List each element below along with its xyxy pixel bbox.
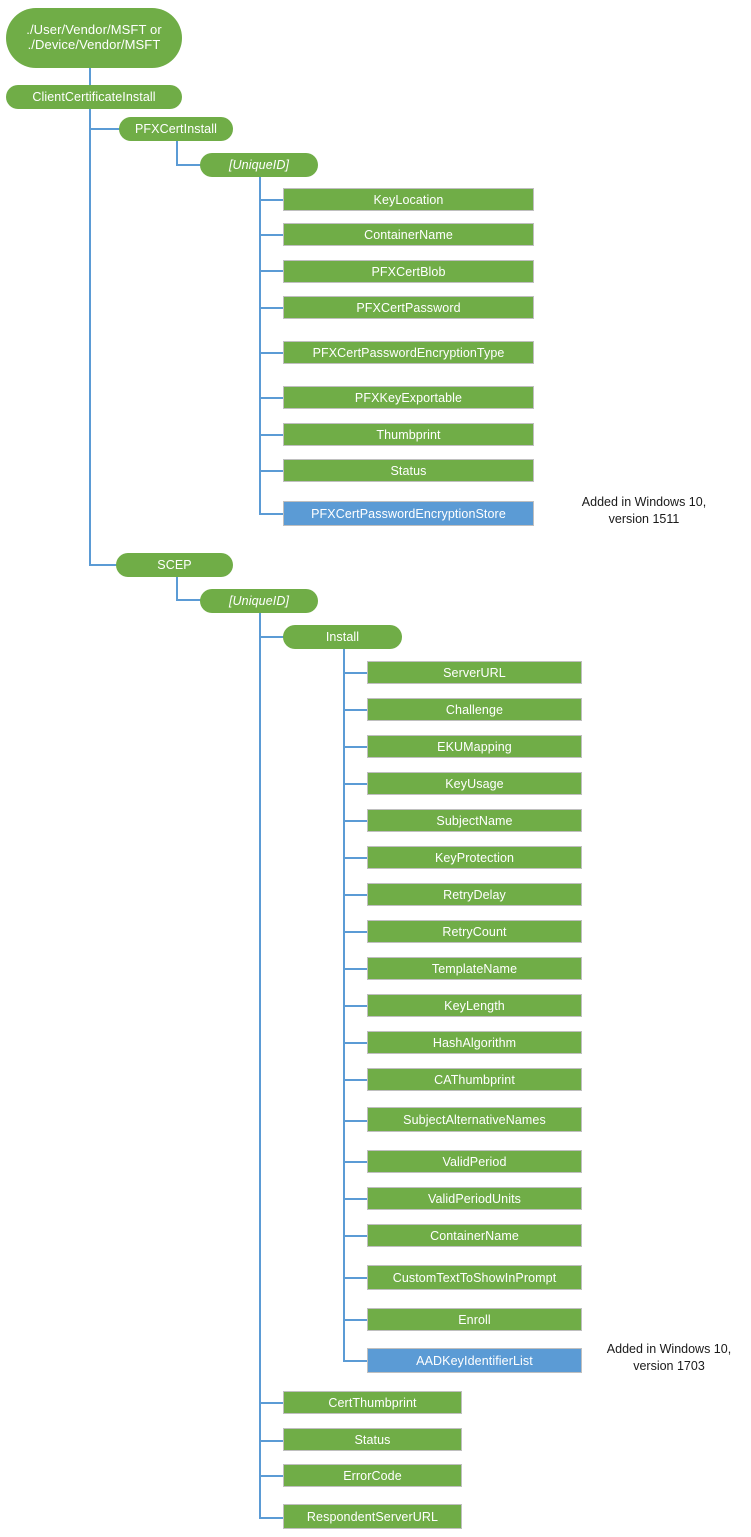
node-hash-algorithm[interactable]: HashAlgorithm — [367, 1031, 582, 1054]
node-key-length[interactable]: KeyLength — [367, 994, 582, 1017]
node-pfx-unique-id[interactable]: [UniqueID] — [200, 153, 318, 177]
connector-install-leaf-12 — [343, 1079, 368, 1081]
node-custom-text-to-show-in-prompt[interactable]: CustomTextToShowInPrompt — [367, 1265, 582, 1290]
connector-scep-trunk — [176, 576, 178, 600]
connector-scep-leaf-4 — [259, 1517, 284, 1519]
connector-pfx-leaf-8 — [259, 470, 284, 472]
annotation-added-1511: Added in Windows 10, version 1511 — [581, 495, 707, 526]
connector-install-leaf-15 — [343, 1198, 368, 1200]
annotation-added-1703: Added in Windows 10, version 1703 — [606, 1342, 732, 1373]
connector-scep-to-install — [259, 636, 284, 638]
node-retry-delay[interactable]: RetryDelay — [367, 883, 582, 906]
node-pfx-cert-password[interactable]: PFXCertPassword — [283, 296, 534, 319]
node-key-protection[interactable]: KeyProtection — [367, 846, 582, 869]
connector-pfx-leaf-4 — [259, 307, 284, 309]
connector-pfx-leaf-1 — [259, 199, 284, 201]
connector-install-leaf-11 — [343, 1042, 368, 1044]
node-status-pfx[interactable]: Status — [283, 459, 534, 482]
node-key-location[interactable]: KeyLocation — [283, 188, 534, 211]
connector-pfx-leaf-7 — [259, 434, 284, 436]
connector-scep-leaf-1 — [259, 1402, 284, 1404]
node-subject-name[interactable]: SubjectName — [367, 809, 582, 832]
connector-pfx-leaf-5 — [259, 352, 284, 354]
node-scep[interactable]: SCEP — [116, 553, 233, 577]
node-thumbprint[interactable]: Thumbprint — [283, 423, 534, 446]
node-scep-unique-id[interactable]: [UniqueID] — [200, 589, 318, 613]
node-install[interactable]: Install — [283, 625, 402, 649]
node-challenge[interactable]: Challenge — [367, 698, 582, 721]
connector-scep-leaf-3 — [259, 1475, 284, 1477]
node-key-usage[interactable]: KeyUsage — [367, 772, 582, 795]
connector-pfx-leaf-6 — [259, 397, 284, 399]
connector-scep-to-uniqueid — [176, 599, 202, 601]
connector-level1-trunk — [89, 108, 91, 565]
connector-install-leaf-7 — [343, 894, 368, 896]
node-error-code[interactable]: ErrorCode — [283, 1464, 462, 1487]
node-enroll[interactable]: Enroll — [367, 1308, 582, 1331]
node-cert-thumbprint[interactable]: CertThumbprint — [283, 1391, 462, 1414]
node-pfx-cert-password-encryption-type[interactable]: PFXCertPasswordEncryptionType — [283, 341, 534, 364]
connector-root-to-level1 — [89, 66, 91, 90]
connector-install-leaf-19 — [343, 1360, 368, 1362]
node-template-name[interactable]: TemplateName — [367, 957, 582, 980]
connector-install-leaf-18 — [343, 1319, 368, 1321]
connector-install-leaf-3 — [343, 746, 368, 748]
node-eku-mapping[interactable]: EKUMapping — [367, 735, 582, 758]
connector-pfx-leaf-9 — [259, 513, 284, 515]
node-container-name-pfx[interactable]: ContainerName — [283, 223, 534, 246]
connector-pfx-trunk — [176, 141, 178, 165]
node-aad-key-identifier-list[interactable]: AADKeyIdentifierList — [367, 1348, 582, 1373]
connector-pfx-leaf-2 — [259, 234, 284, 236]
node-respondent-server-url[interactable]: RespondentServerURL — [283, 1504, 462, 1529]
connector-install-leaf-10 — [343, 1005, 368, 1007]
connector-install-leaf-9 — [343, 968, 368, 970]
connector-level1-to-scep — [89, 564, 117, 566]
node-server-url[interactable]: ServerURL — [367, 661, 582, 684]
node-retry-count[interactable]: RetryCount — [367, 920, 582, 943]
connector-pfx-leaf-3 — [259, 270, 284, 272]
node-pfx-cert-blob[interactable]: PFXCertBlob — [283, 260, 534, 283]
node-pfx-cert-password-encryption-store[interactable]: PFXCertPasswordEncryptionStore — [283, 501, 534, 526]
connector-pfx-to-uniqueid — [176, 164, 202, 166]
node-ca-thumbprint[interactable]: CAThumbprint — [367, 1068, 582, 1091]
connector-install-trunk — [343, 648, 345, 1361]
connector-scep-uniqueid-trunk — [259, 612, 261, 1518]
node-pfx-cert-install[interactable]: PFXCertInstall — [119, 117, 233, 141]
connector-pfx-uniqueid-trunk — [259, 177, 261, 514]
node-pfx-key-exportable[interactable]: PFXKeyExportable — [283, 386, 534, 409]
node-client-certificate-install[interactable]: ClientCertificateInstall — [6, 85, 182, 109]
connector-install-leaf-8 — [343, 931, 368, 933]
connector-install-leaf-2 — [343, 709, 368, 711]
node-container-name-scep[interactable]: ContainerName — [367, 1224, 582, 1247]
node-valid-period[interactable]: ValidPeriod — [367, 1150, 582, 1173]
connector-level1-to-pfx — [89, 128, 122, 130]
connector-install-leaf-17 — [343, 1277, 368, 1279]
connector-scep-leaf-2 — [259, 1440, 284, 1442]
node-subject-alternative-names[interactable]: SubjectAlternativeNames — [367, 1107, 582, 1132]
node-valid-period-units[interactable]: ValidPeriodUnits — [367, 1187, 582, 1210]
node-root[interactable]: ./User/Vendor/MSFT or ./Device/Vendor/MS… — [6, 8, 182, 68]
connector-install-leaf-13 — [343, 1120, 368, 1122]
connector-install-leaf-1 — [343, 672, 368, 674]
connector-install-leaf-16 — [343, 1235, 368, 1237]
connector-install-leaf-14 — [343, 1161, 368, 1163]
connector-install-leaf-4 — [343, 783, 368, 785]
connector-install-leaf-5 — [343, 820, 368, 822]
node-status-scep[interactable]: Status — [283, 1428, 462, 1451]
connector-install-leaf-6 — [343, 857, 368, 859]
